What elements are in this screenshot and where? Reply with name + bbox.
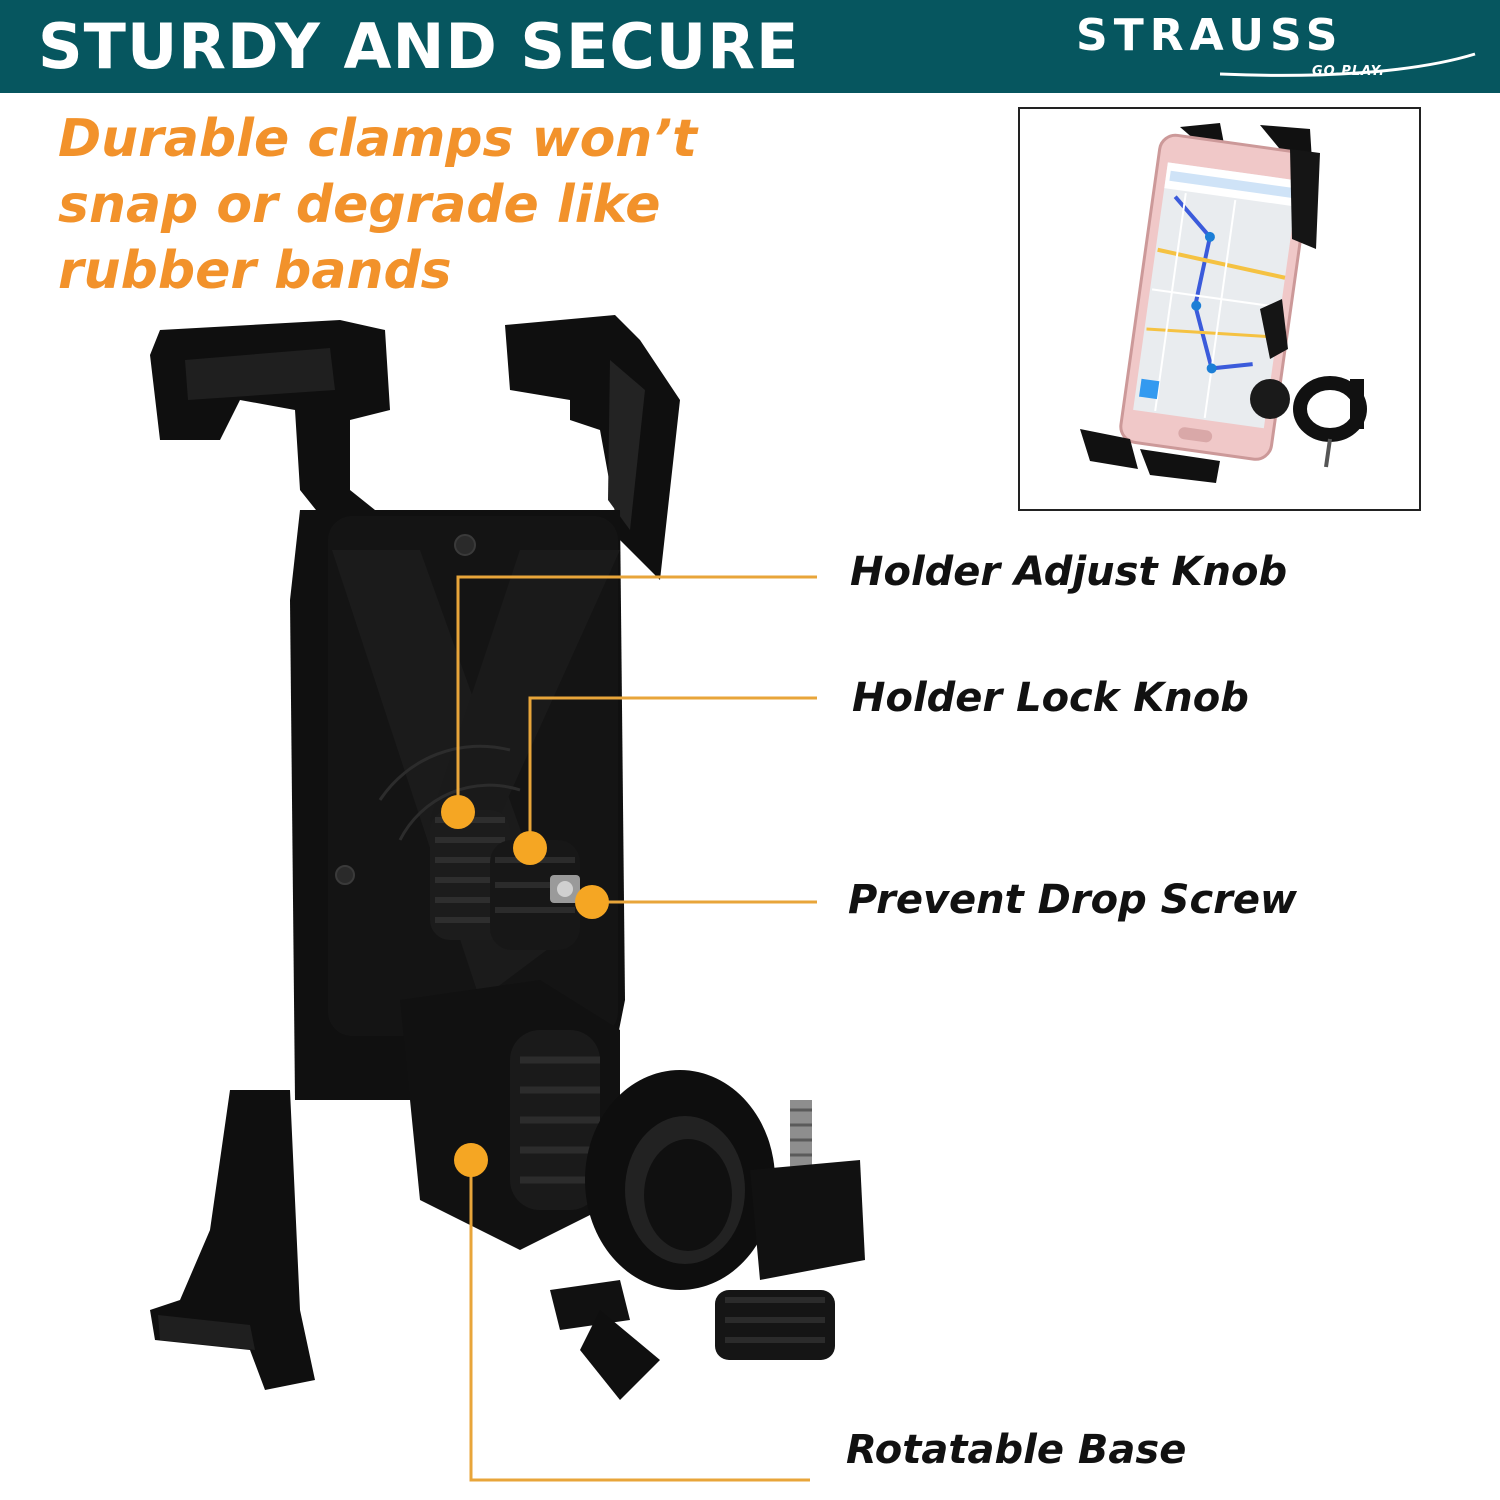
inset-photo xyxy=(1018,107,1421,511)
header-title: STURDY AND SECURE xyxy=(38,10,800,83)
callout-dot-lock-knob xyxy=(513,831,547,865)
callout-label-adjust-knob: Holder Adjust Knob xyxy=(850,549,1288,595)
callout-dot-adjust-knob xyxy=(441,795,475,829)
callout-line-rotatable-base xyxy=(469,1160,810,1482)
headline-text: Durable clamps won’t snap or degrade lik… xyxy=(58,109,697,301)
callout-label-lock-knob: Holder Lock Knob xyxy=(852,675,1249,721)
bottom-left-clamp-arm xyxy=(150,1090,315,1390)
callout-line-adjust-knob xyxy=(456,575,817,812)
callout-line-lock-knob xyxy=(528,696,817,848)
logo-wordmark: STRAUSS xyxy=(1076,10,1344,61)
holder-lock-knob xyxy=(490,840,580,950)
callout-dot-rotatable-base xyxy=(454,1143,488,1177)
callout-label-drop-screw: Prevent Drop Screw xyxy=(848,877,1297,923)
rotatable-base xyxy=(400,980,865,1400)
phone-mount-photo-icon xyxy=(1080,123,1367,483)
strauss-logo: STRAUSS GO.PLAY. xyxy=(1070,8,1480,88)
prevent-drop-screw xyxy=(550,875,580,903)
logo-tagline: GO.PLAY. xyxy=(1312,64,1385,79)
header-bar: STURDY AND SECURE STRAUSS GO.PLAY. xyxy=(0,0,1500,93)
callout-label-rotatable-base: Rotatable Base xyxy=(846,1427,1187,1473)
callout-dot-drop-screw xyxy=(575,885,609,919)
bike-phone-holder-product xyxy=(150,315,865,1400)
top-right-clamp-arm xyxy=(505,315,680,580)
logo-swoosh-icon xyxy=(1220,52,1476,77)
